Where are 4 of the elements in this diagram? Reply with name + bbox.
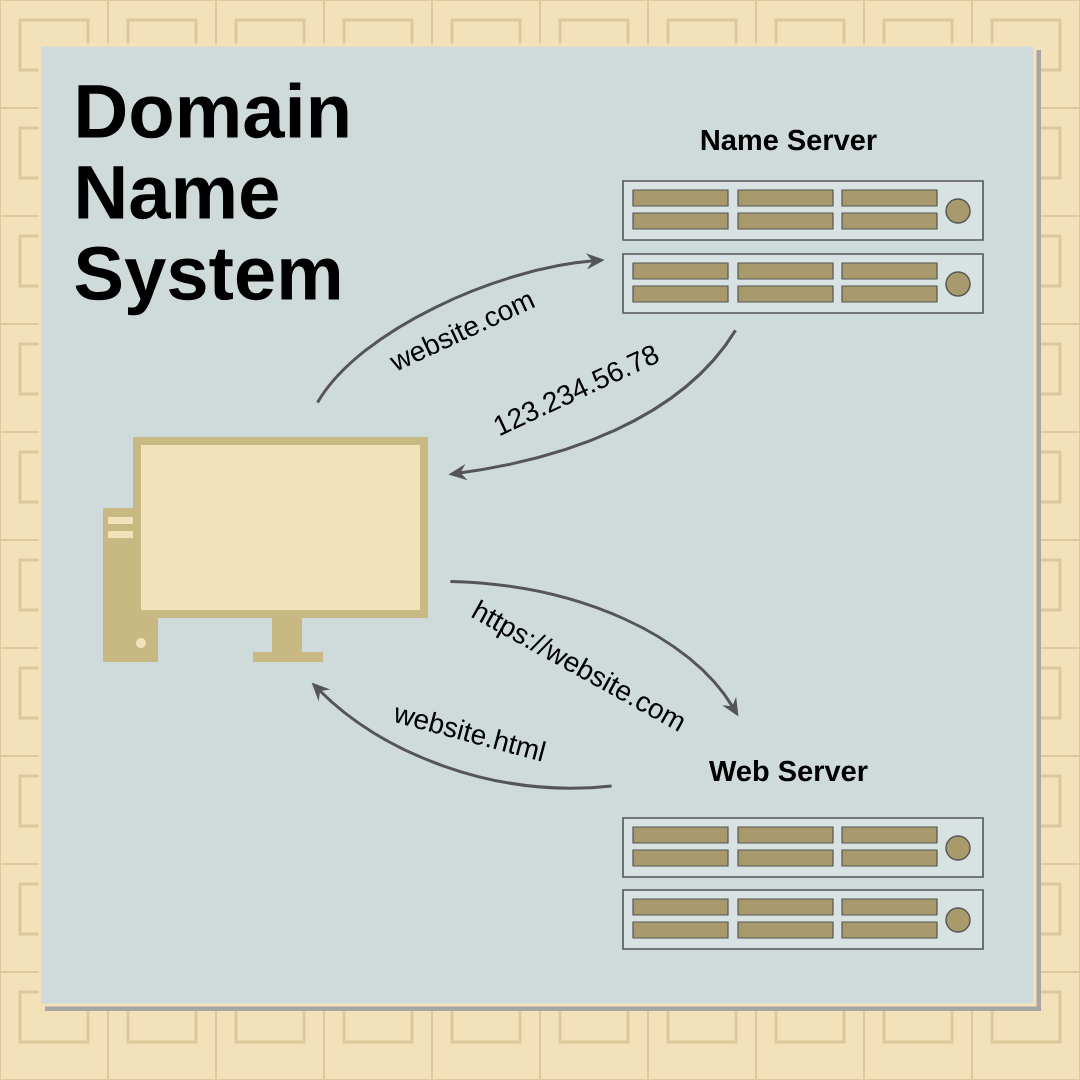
computer-drawing xyxy=(103,437,428,662)
server-label: Web Server xyxy=(709,760,868,782)
title: Domain Name System xyxy=(75,82,348,316)
server-label: Name Server xyxy=(701,129,877,151)
